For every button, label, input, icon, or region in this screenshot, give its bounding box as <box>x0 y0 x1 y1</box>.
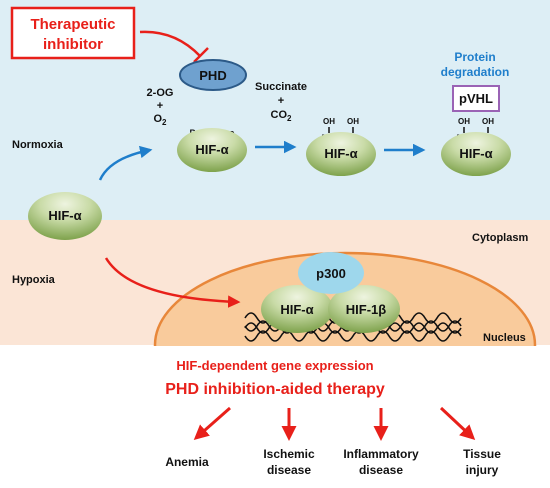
outcome-ischemic-line1: Ischemic <box>263 447 315 461</box>
cytoplasm-label: Cytoplasm <box>472 232 528 244</box>
hif-1b-ellipse <box>328 285 400 333</box>
hif-alpha-label-2: HIF-α <box>324 146 357 161</box>
oh-label-2: OH <box>347 117 359 126</box>
hif-alpha-ellipse-3 <box>441 132 511 176</box>
nucleus-label: Nucleus <box>483 332 526 344</box>
oh-label-3: OH <box>458 117 470 126</box>
oh-label-1: OH <box>323 117 335 126</box>
cofactor-2og: 2-OG <box>147 87 174 99</box>
outcome-inflammatory-line2: disease <box>359 463 403 477</box>
therapy-label: PHD inhibition-aided therapy <box>165 381 385 398</box>
outcome-tissue-line2: injury <box>466 463 499 477</box>
therapeutic-inhibitor-line2: inhibitor <box>43 36 103 53</box>
hif-alpha-ellipse-1 <box>177 128 247 172</box>
arrow-tissue <box>439 406 476 441</box>
hif-alpha-nuclear-label: HIF-α <box>280 302 313 317</box>
outcome-anemia: Anemia <box>165 455 209 469</box>
gene-expression-label: HIF-dependent gene expression <box>176 358 373 373</box>
oh-label-4: OH <box>482 117 494 126</box>
hif-alpha-ellipse-2 <box>306 132 376 176</box>
inhibition-bar <box>193 47 209 63</box>
p300-label: p300 <box>316 266 346 281</box>
cofactor-plus: + <box>157 100 163 112</box>
pvhl-box <box>452 85 500 112</box>
outcome-inflammatory-line1: Inflammatory <box>343 447 419 461</box>
hif-1b-label: HIF-1β <box>346 302 387 317</box>
therapeutic-inhibitor-box <box>10 6 136 60</box>
inhibition-line <box>139 30 201 57</box>
product-plus: + <box>278 95 284 107</box>
phd-label: PHD <box>199 68 226 83</box>
hif-alpha-central-label: HIF-α <box>48 208 81 223</box>
cofactor-o2: O2 <box>153 113 167 127</box>
normoxia-label: Normoxia <box>12 139 64 151</box>
hif-alpha-central <box>28 192 102 240</box>
outcome-tissue-line1: Tissue <box>463 447 501 461</box>
outcome-ischemic-line2: disease <box>267 463 311 477</box>
arrow-anemia <box>193 406 231 440</box>
phd-ellipse <box>179 59 247 91</box>
p300-ellipse <box>298 252 364 294</box>
hif-alpha-nuclear-ellipse <box>261 285 333 333</box>
product-co2: CO2 <box>271 109 293 123</box>
pvhl-label: pVHL <box>459 91 493 106</box>
therapeutic-inhibitor-line1: Therapeutic <box>30 16 115 33</box>
protein-degradation-line2: degradation <box>441 65 510 79</box>
protein-degradation-line1: Protein <box>454 50 495 64</box>
hypoxia-label: Hypoxia <box>12 274 56 286</box>
arrow-hypoxia <box>104 257 241 308</box>
hif-alpha-label-3: HIF-α <box>459 146 492 161</box>
hif-alpha-label-1: HIF-α <box>195 142 228 157</box>
product-succinate: Succinate <box>255 81 307 93</box>
arrow-normoxia <box>98 145 153 181</box>
nucleus-mask <box>0 346 550 488</box>
